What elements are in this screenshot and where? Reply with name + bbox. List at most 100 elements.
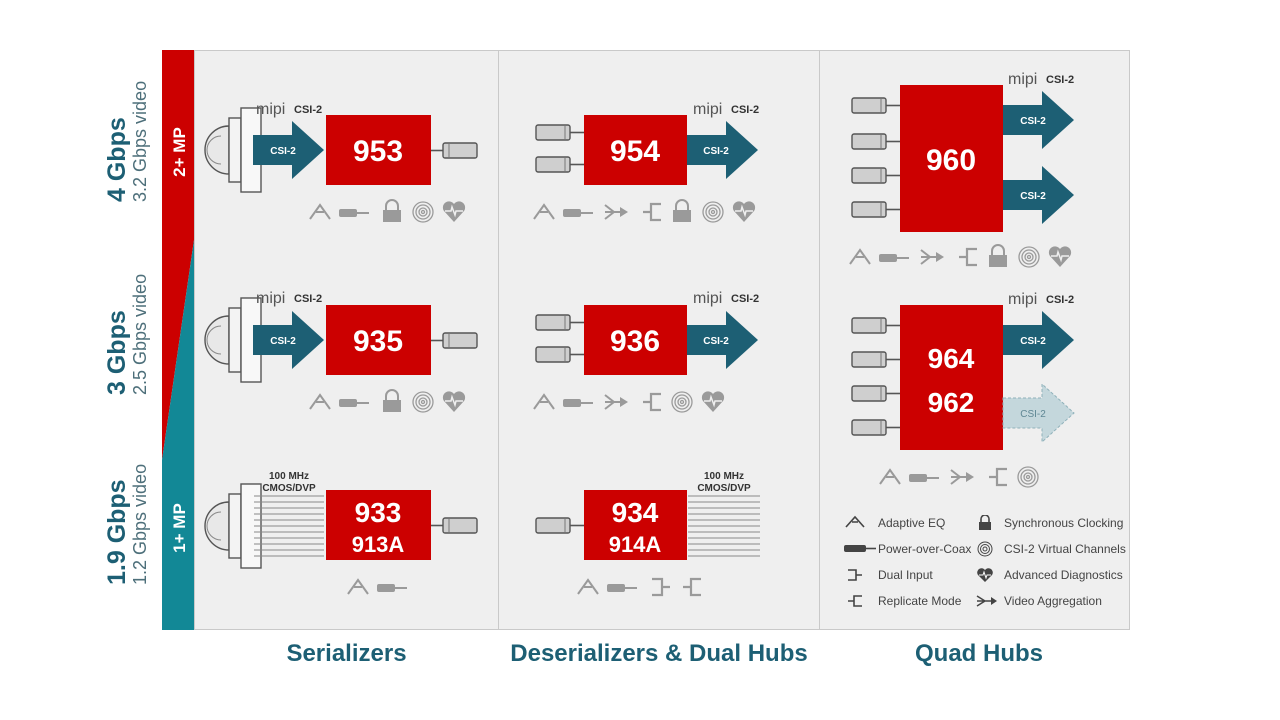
power-over-coax-icon <box>563 209 593 217</box>
sync-clock-lock-icon <box>989 245 1007 267</box>
parallel-label-type: CMOS/DVP <box>262 483 316 494</box>
legend-item: Advanced Diagnostics <box>976 567 994 586</box>
power-over-coax-icon <box>377 584 407 592</box>
mipi-logo: mipi CSI-2 <box>1008 71 1074 88</box>
svg-text:mipi: mipi <box>1008 71 1037 88</box>
replicate-mode-icon <box>989 469 1007 485</box>
column-title-serializers: Serializers <box>194 640 499 668</box>
mipi-logo: mipi CSI-2 <box>256 290 322 307</box>
coax-connector-icon <box>852 98 900 113</box>
adaptive-eq-icon <box>578 580 598 594</box>
arrow-label: CSI-2 <box>270 146 296 157</box>
arrow-label: CSI-2 <box>1020 116 1046 127</box>
power-over-coax-icon <box>879 254 909 262</box>
coax-connector-icon <box>431 143 477 158</box>
svg-text:mipi: mipi <box>693 290 722 307</box>
dual-input-icon <box>844 567 866 583</box>
parallel-label-freq: 100 MHz <box>269 471 309 482</box>
serializer-935: CSI-2 935 mipi CSI-2 <box>205 290 477 382</box>
arrow-label: CSI-2 <box>1020 409 1046 420</box>
column-title-quad-hubs: Quad Hubs <box>819 640 1139 668</box>
replicate-mode-icon <box>959 249 977 265</box>
arrow-label: CSI-2 <box>703 146 729 157</box>
dual-input-icon <box>652 579 670 595</box>
camera-icon <box>205 298 261 382</box>
power-over-coax-icon <box>909 474 939 482</box>
mp-label-high: 2+ MP <box>170 127 189 177</box>
svg-text:mipi: mipi <box>693 101 722 118</box>
coax-connector-icon <box>536 125 584 140</box>
adaptive-eq-icon <box>534 395 554 409</box>
svg-text:mipi: mipi <box>256 290 285 307</box>
legend-item: CSI-2 Virtual Channels <box>976 541 994 560</box>
svg-text:CSI-2: CSI-2 <box>294 104 322 116</box>
arrow-label: CSI-2 <box>270 336 296 347</box>
chip-label: 933 <box>355 497 402 528</box>
chip-label: 936 <box>610 325 660 358</box>
power-over-coax-icon <box>607 584 637 592</box>
camera-icon <box>205 108 261 192</box>
video-aggregation-icon <box>976 593 998 609</box>
replicate-mode-icon <box>844 593 866 609</box>
mipi-logo: mipi CSI-2 <box>256 101 322 118</box>
deserializer-954: 954 CSI-2 mipi CSI-2 <box>536 101 759 185</box>
adaptive-eq-icon <box>534 205 554 219</box>
serializer-933: 100 MHz CMOS/DVP 933 913A <box>205 471 477 568</box>
video-aggregation-icon <box>951 470 974 484</box>
adaptive-eq-icon <box>844 515 866 529</box>
legend-item: Power-over-Coax <box>844 541 876 558</box>
parallel-label-freq: 100 MHz <box>704 471 744 482</box>
chip-label: 954 <box>610 135 660 168</box>
virtual-channels-fingerprint-icon <box>413 392 433 412</box>
sync-clock-lock-icon <box>383 200 401 222</box>
chip-sublabel: 913A <box>352 532 405 557</box>
svg-text:CSI-2: CSI-2 <box>1046 74 1074 86</box>
diagnostics-heart-icon <box>976 567 994 583</box>
coax-connector-icon <box>536 315 584 330</box>
svg-text:CSI-2: CSI-2 <box>294 293 322 305</box>
power-over-coax-icon <box>339 209 369 217</box>
chip-label: 953 <box>353 135 403 168</box>
coax-connector-icon <box>431 333 477 348</box>
svg-text:CSI-2: CSI-2 <box>731 104 759 116</box>
diagnostics-heart-icon <box>443 391 465 412</box>
quad-hub-964-962: 964 962 CSI-2 CSI-2 mipi CSI-2 <box>852 291 1074 450</box>
diagnostics-heart-icon <box>733 201 755 222</box>
mipi-logo: mipi CSI-2 <box>693 101 759 118</box>
coax-connector-icon <box>852 318 900 333</box>
coax-connector-icon <box>536 157 584 172</box>
column-title-deserializers: Deserializers & Dual Hubs <box>498 640 820 668</box>
virtual-channels-fingerprint-icon <box>1019 247 1039 267</box>
adaptive-eq-icon <box>880 470 900 484</box>
chip-label: 935 <box>353 325 403 358</box>
video-aggregation-icon <box>605 395 628 409</box>
mipi-logo: mipi CSI-2 <box>693 290 759 307</box>
chip-sublabel: 914A <box>609 532 662 557</box>
camera-icon <box>205 484 261 568</box>
video-aggregation-icon <box>605 205 628 219</box>
power-over-coax-icon <box>339 399 369 407</box>
virtual-channels-fingerprint-icon <box>413 202 433 222</box>
virtual-channels-fingerprint-icon <box>703 202 723 222</box>
legend-item: Dual Input <box>844 567 866 586</box>
arrow-label: CSI-2 <box>1020 191 1046 202</box>
arrow-label: CSI-2 <box>1020 336 1046 347</box>
coax-connector-icon <box>852 352 900 367</box>
quad-hub-960: 960 CSI-2 CSI-2 mipi CSI-2 <box>852 71 1074 232</box>
svg-text:CSI-2: CSI-2 <box>731 293 759 305</box>
chip-sublabel: 962 <box>928 387 975 418</box>
diagnostics-heart-icon <box>443 201 465 222</box>
coax-connector-icon <box>852 168 900 183</box>
coax-connector-icon <box>852 134 900 149</box>
mp-label-low: 1+ MP <box>170 503 189 553</box>
adaptive-eq-icon <box>850 250 870 264</box>
svg-text:CSI-2: CSI-2 <box>1046 294 1074 306</box>
chip-label: 960 <box>926 144 976 177</box>
adaptive-eq-icon <box>310 395 330 409</box>
coax-connector-icon <box>536 518 584 533</box>
legend-item: Replicate Mode <box>844 593 866 612</box>
deserializer-936: 936 CSI-2 mipi CSI-2 <box>536 290 759 375</box>
svg-text:mipi: mipi <box>256 101 285 118</box>
replicate-mode-icon <box>643 204 661 220</box>
diagnostics-heart-icon <box>1049 246 1071 267</box>
